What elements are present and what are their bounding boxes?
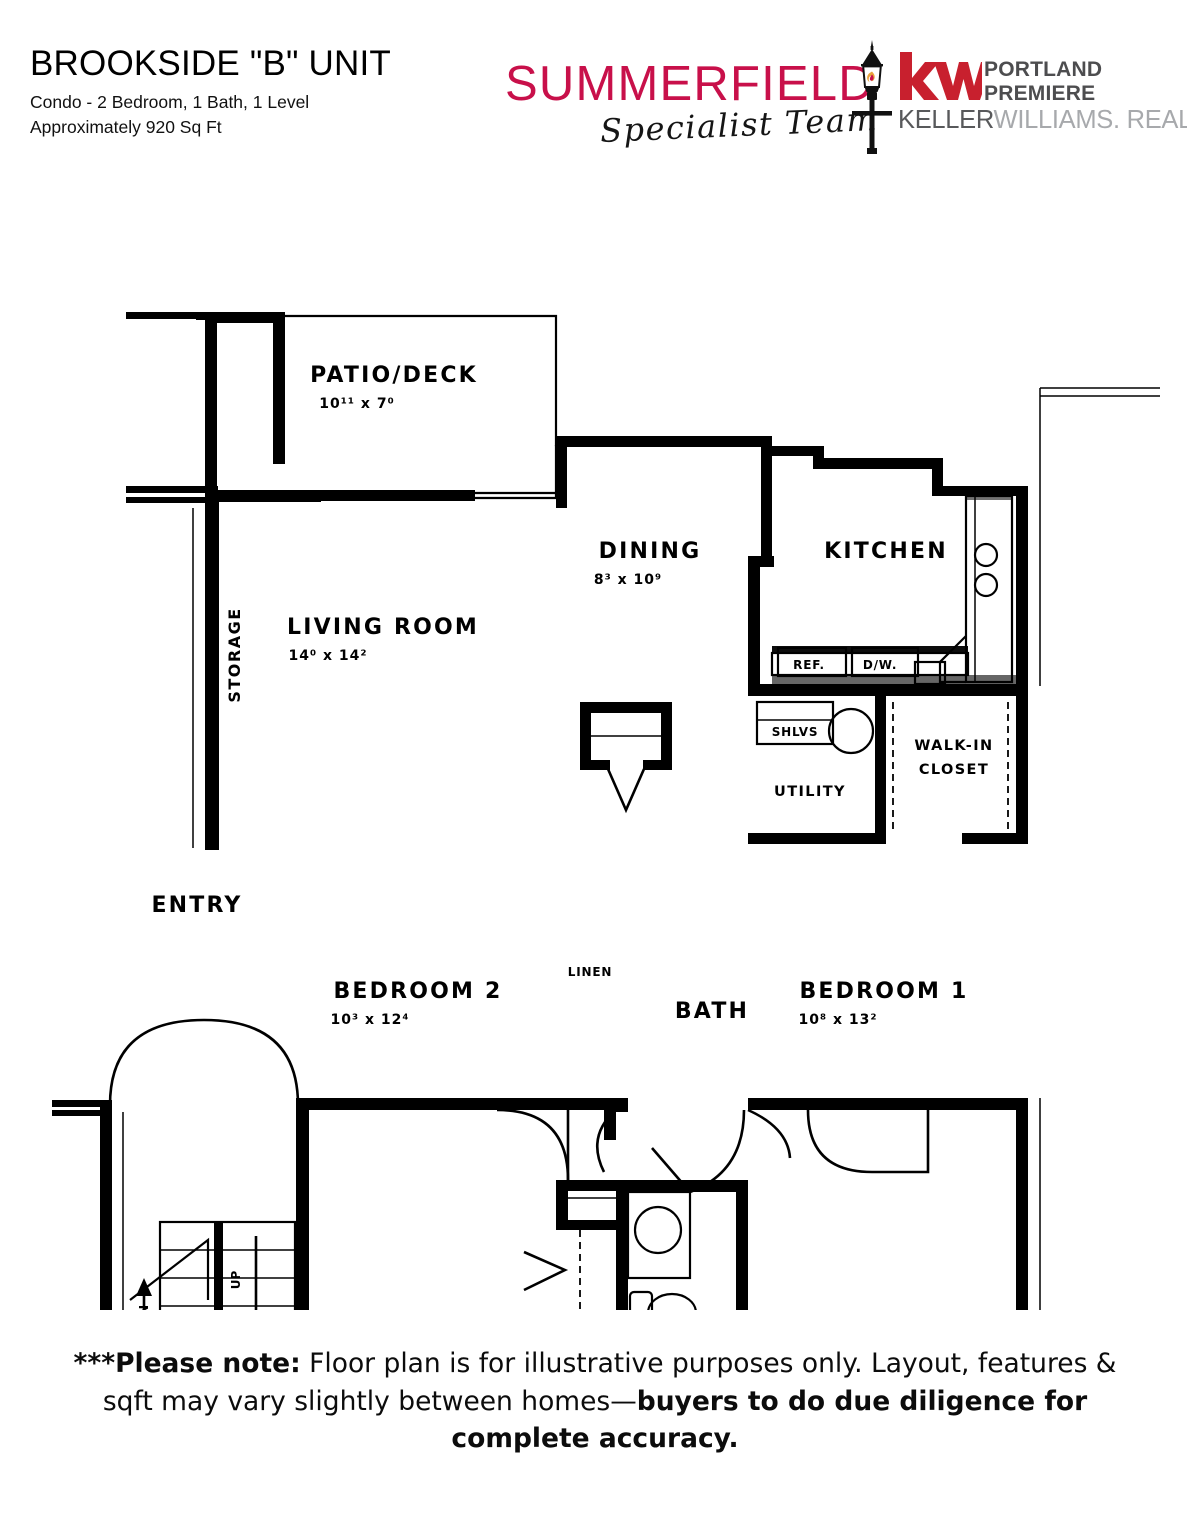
- room-label-bedroom-1: BEDROOM 1: [799, 979, 968, 1004]
- appliance-label-dishwasher: D/W.: [863, 658, 897, 672]
- kitchen-counters: [913, 494, 1014, 686]
- page-subtitle-square-footage: Approximately 920 Sq Ft: [30, 116, 222, 137]
- room-label-storage: STORAGE: [225, 607, 244, 702]
- room-labels: STORAGE PATIO/DECK 10¹¹ x 7⁰ DINING 8³ x…: [137, 363, 993, 1310]
- room-dim-bedroom-2: 10³ x 12⁴: [330, 1012, 409, 1028]
- floor-plan: .w { fill:#000; } /* thick wall mass */ …: [0, 250, 1187, 1310]
- document-header: BROOKSIDE "B" UNIT Condo - 2 Bedroom, 1 …: [0, 0, 1187, 170]
- lamppost-icon: [852, 40, 892, 154]
- disclaimer-please-note-label: ***Please note:: [73, 1348, 301, 1379]
- kw-brand-name: KELLERWILLIAMS. REALTY: [898, 106, 1187, 135]
- page-title: BROOKSIDE "B" UNIT: [30, 44, 391, 83]
- stair-direction-down: DN: [137, 1305, 151, 1310]
- kw-market-name: PORTLAND PREMIERE: [984, 58, 1102, 105]
- room-label-entry: ENTRY: [151, 893, 242, 918]
- disclaimer-line-2: may vary slightly between homes—: [161, 1385, 637, 1417]
- disclaimer-note: ***Please note: Floor plan is for illust…: [50, 1345, 1140, 1458]
- kw-monogram-icon: [900, 52, 982, 100]
- kw-market-line-1: PORTLAND: [984, 58, 1103, 81]
- keller-williams-logo: PORTLAND PREMIERE KELLERWILLIAMS. REALTY: [898, 52, 1187, 144]
- kw-brand-keller: KELLER: [898, 106, 994, 134]
- linen-closet: [523, 1180, 624, 1310]
- room-label-utility: UTILITY: [774, 784, 846, 800]
- page-subtitle-unit-details: Condo - 2 Bedroom, 1 Bath, 1 Level: [30, 91, 310, 112]
- room-dim-bedroom-1: 10⁸ x 13²: [798, 1012, 877, 1028]
- bath-walls: [616, 1109, 748, 1310]
- room-label-walk-in-closet-line2: CLOSET: [919, 762, 989, 778]
- summerfield-wordmark: SUMMERFIELD: [505, 57, 875, 111]
- room-dim-patio-deck: 10¹¹ x 7⁰: [319, 396, 394, 412]
- structural-walls: [52, 312, 1160, 1310]
- room-label-bath: BATH: [675, 999, 749, 1024]
- stair-direction-up: UP: [229, 1271, 243, 1290]
- disclaimer-due-diligence: buyers to do due diligence for complete …: [451, 1385, 1088, 1455]
- room-label-shelves: SHLVS: [772, 725, 819, 739]
- appliance-band: [770, 646, 1028, 684]
- room-label-walk-in-closet: WALK-IN: [914, 738, 993, 754]
- room-dim-dining: 8³ x 10⁹: [594, 572, 662, 588]
- title-block: BROOKSIDE "B" UNIT Condo - 2 Bedroom, 1 …: [30, 44, 391, 139]
- kw-market-line-2: PREMIERE: [984, 81, 1096, 105]
- kw-brand-williams: WILLIAMS. REALTY: [993, 106, 1187, 134]
- floor-plan-drawing: .w { fill:#000; } /* thick wall mass */ …: [52, 312, 1160, 1310]
- room-label-kitchen: KITCHEN: [824, 539, 948, 564]
- room-label-living-room: LIVING ROOM: [287, 615, 479, 640]
- room-label-bedroom-2: BEDROOM 2: [333, 979, 502, 1004]
- appliance-label-refrigerator: REF.: [793, 658, 825, 672]
- staircase: [129, 1220, 297, 1310]
- summerfield-logo: SUMMERFIELD Specialist Team: [505, 38, 895, 154]
- coat-closet: [580, 702, 672, 814]
- room-dim-living-room: 14⁰ x 14²: [288, 648, 367, 664]
- room-label-patio-deck: PATIO/DECK: [310, 363, 478, 388]
- room-label-linen: LINEN: [568, 965, 612, 979]
- room-label-dining: DINING: [599, 539, 702, 564]
- disclaimer-line-1: Floor plan is for illustrative purposes …: [102, 1348, 1117, 1417]
